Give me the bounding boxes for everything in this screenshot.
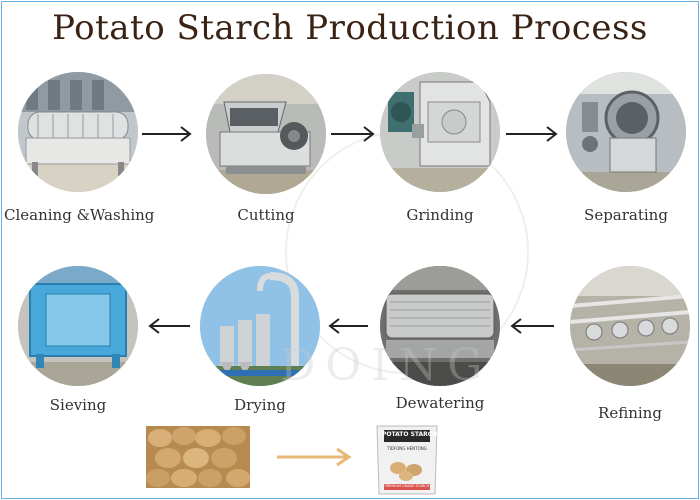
hydrocyclone-machine-icon xyxy=(570,266,690,386)
arrow-right-icon xyxy=(506,126,558,142)
step-label-cutting: Cutting xyxy=(237,206,295,224)
arrow-left-icon xyxy=(328,318,368,334)
step-label-cleaning: Cleaning &Washing xyxy=(4,206,155,224)
step-label-dewatering: Dewatering xyxy=(395,394,485,412)
flash-dryer-machine-icon xyxy=(200,266,320,386)
bag-footer: PREMIUM GRADE STARCH xyxy=(384,484,430,488)
watermark-text: DOING xyxy=(280,340,493,391)
step-label-sieving: Sieving xyxy=(49,396,107,414)
bag-title: POTATO STARCH xyxy=(382,431,438,438)
centrifuge-machine-icon xyxy=(566,72,686,192)
step-label-separating: Separating xyxy=(584,206,668,224)
step-label-refining: Refining xyxy=(598,404,662,422)
arrow-left-icon xyxy=(510,318,554,334)
washing-machine-icon xyxy=(18,72,138,192)
bag-subtitle: TIDFONG HENTONG xyxy=(387,446,427,451)
page-title: Potato Starch Production Process xyxy=(52,8,648,48)
step-label-grinding: Grinding xyxy=(406,206,474,224)
vacuum-filter-machine-icon xyxy=(380,266,500,386)
arrow-left-icon xyxy=(148,318,190,334)
sieve-machine-icon xyxy=(18,266,138,386)
cutter-machine-icon xyxy=(206,74,326,194)
potatoes-icon xyxy=(146,426,250,488)
arrow-right-icon xyxy=(142,126,192,142)
step-label-drying: Drying xyxy=(234,396,286,414)
arrow-right-icon xyxy=(331,126,375,142)
product-arrow-icon xyxy=(277,447,352,467)
starch-bag-icon: POTATO STARCH TIDFONG HENTONG PREMIUM GR… xyxy=(374,424,440,496)
grinder-machine-icon xyxy=(380,72,500,192)
